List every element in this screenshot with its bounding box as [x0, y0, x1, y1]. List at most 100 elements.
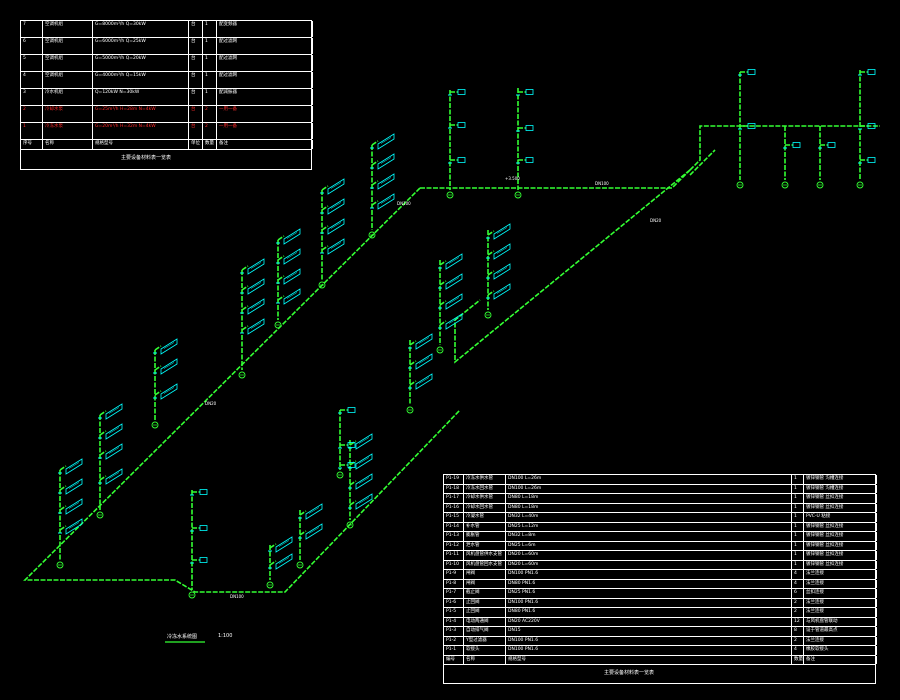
- table-cell: P1-4: [444, 617, 464, 626]
- table-cell: DN100 PN1.6: [506, 646, 792, 655]
- table-cell: 4: [21, 72, 43, 88]
- fan-coil-unit: [448, 297, 460, 304]
- main-pipe: [689, 125, 880, 171]
- table-cell: 1: [203, 72, 217, 88]
- table-cell: P1-10: [444, 560, 464, 569]
- table-cell: G=5000m³/h Q=20kW: [93, 55, 189, 71]
- drain-symbol: [56, 561, 64, 569]
- drain-symbol: [781, 181, 789, 189]
- table-cell: DN32 L=40m: [506, 513, 792, 522]
- fan-coil-unit: [377, 173, 395, 190]
- fan-coil-unit: [377, 153, 395, 170]
- drain-symbol: [856, 181, 864, 189]
- fan-coil-unit: [65, 498, 83, 515]
- fan-coil-unit: [448, 277, 460, 284]
- table-cell: P1-5: [444, 608, 464, 617]
- fan-coil-unit: [108, 472, 120, 479]
- table-cell: 法兰连接: [804, 570, 877, 579]
- fan-coil-unit: [496, 247, 508, 254]
- drain-symbol: [274, 321, 282, 329]
- branch-pipe: [241, 285, 249, 291]
- fan-coil-unit: [163, 342, 175, 349]
- table-cell: 配变频器: [217, 21, 313, 37]
- table-cell: 1: [792, 522, 804, 531]
- table-cell: DN80 PN1.6: [506, 608, 792, 617]
- table-cell: 橡胶软接头: [804, 646, 877, 655]
- branch-pipe: [59, 505, 67, 511]
- table-caption: 主要设备材料表一览表: [604, 669, 655, 676]
- fan-coil-unit: [163, 387, 175, 394]
- table-cell: 1: [792, 503, 804, 512]
- pipe-label: DN20: [205, 401, 217, 406]
- table-cell: 空调机组: [43, 55, 93, 71]
- pipe-label: DN100: [595, 181, 609, 186]
- fan-coil-unit: [445, 293, 463, 310]
- branch-pipe: [277, 235, 285, 241]
- fan-coil-unit: [105, 403, 123, 420]
- terminal-symbol: [347, 462, 356, 468]
- fan-coil-unit: [160, 338, 178, 355]
- table-cell: 一用一备: [217, 106, 313, 122]
- branch-pipe: [299, 530, 307, 536]
- table-cell: 自动排气阀: [464, 627, 506, 636]
- drain-symbol: [266, 581, 274, 589]
- branch-pipe: [439, 280, 447, 286]
- table-cell: 2: [203, 123, 217, 139]
- terminal-symbol: [867, 123, 876, 129]
- pipe-label: DN100: [397, 201, 411, 206]
- fan-coil-unit: [327, 238, 345, 255]
- fan-coil-unit: [283, 268, 301, 285]
- branch-pipe: [487, 250, 495, 256]
- table-cell: DN25 L=6m: [506, 541, 792, 550]
- table-cell: 单位: [189, 140, 203, 149]
- table-cell: 规格型号: [93, 140, 189, 149]
- terminal-symbol: [525, 125, 534, 131]
- table-cell: 闸阀: [464, 579, 506, 588]
- table-cell: P1-7: [444, 589, 464, 598]
- fan-coil-unit: [493, 243, 511, 260]
- fan-coil-unit: [358, 457, 370, 464]
- branch-pipe: [439, 300, 447, 306]
- diagram-title: 冷冻水系统图: [167, 634, 198, 640]
- drain-symbol: [484, 311, 492, 319]
- fan-coil-unit: [415, 353, 433, 370]
- branch-pipe: [409, 360, 417, 366]
- drain-symbol: [816, 181, 824, 189]
- fan-coil-unit: [108, 407, 120, 414]
- fan-coil-unit: [358, 477, 370, 484]
- terminal-symbol: [457, 89, 466, 95]
- table-cell: 1: [203, 55, 217, 71]
- fan-coil-unit: [377, 133, 395, 150]
- table-cell: P1-11: [444, 551, 464, 560]
- table-cell: 1: [792, 513, 804, 522]
- table-cell: P1-1: [444, 646, 464, 655]
- drain-symbol: [368, 231, 376, 239]
- drain-symbol: [514, 191, 522, 199]
- branch-pipe: [99, 475, 107, 481]
- branch-pipe: [321, 185, 329, 191]
- table-cell: 电动两通阀: [464, 617, 506, 626]
- drain-symbol: [151, 421, 159, 429]
- diagram-scale: 1:100: [218, 633, 233, 639]
- fan-coil-unit: [327, 218, 345, 235]
- drain-symbol: [296, 561, 304, 569]
- fan-coil-unit: [108, 447, 120, 454]
- table-cell: 1: [792, 484, 804, 493]
- table-cell: G=6000m³/h Q=25kW: [93, 38, 189, 54]
- table-cell: 5: [21, 55, 43, 71]
- drain-symbol: [336, 471, 344, 479]
- fan-coil-unit: [250, 322, 262, 329]
- terminal-symbol: [199, 557, 208, 563]
- table-cell: 1: [203, 89, 217, 105]
- fan-coil-unit: [105, 443, 123, 460]
- branch-pipe: [269, 543, 277, 549]
- table-cell: P1-9: [444, 570, 464, 579]
